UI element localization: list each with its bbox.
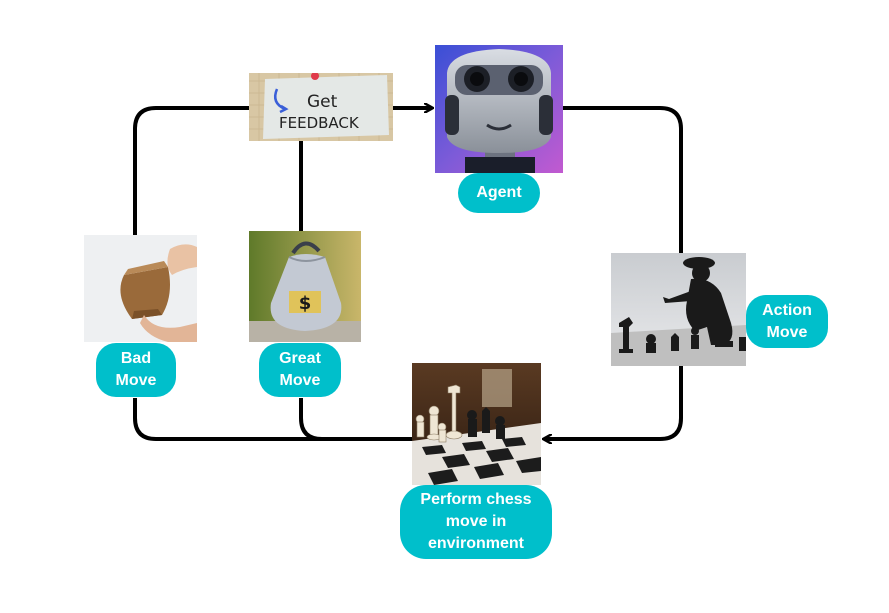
- bad-move-label: Bad Move: [96, 343, 176, 397]
- bad-move-line-2: Move: [115, 372, 157, 389]
- perform-chess-move-label: Perform chess move in environment: [400, 485, 552, 559]
- bad-move-to-feedback-connector: [133, 106, 249, 235]
- bad-move-line-1: Bad: [120, 350, 152, 367]
- robot-head-image: [435, 45, 563, 173]
- environment-to-bad-move-connector: [133, 398, 412, 441]
- action-move-label: Action Move: [746, 295, 828, 348]
- environment-to-great-move-connector: [299, 398, 412, 441]
- perform-line-1: Perform chess: [420, 491, 532, 508]
- feedback-note-get: Get: [307, 92, 338, 112]
- money-bag-image: $: [249, 231, 361, 342]
- action-to-environment-arrow: [544, 366, 683, 439]
- agent-label-text: Agent: [476, 184, 522, 201]
- action-move-line-2: Move: [766, 323, 808, 341]
- action-move-line-1: Action: [762, 301, 812, 319]
- perform-line-2: move in: [445, 513, 507, 530]
- feedback-note-image: Get FEEDBACK: [249, 73, 393, 141]
- great-move-label: Great Move: [259, 343, 341, 397]
- agent-to-action-connector: [563, 106, 683, 253]
- great-move-line-2: Move: [279, 372, 321, 389]
- chessboard-image: [412, 363, 541, 485]
- perform-line-3: environment: [427, 535, 524, 552]
- agent-label: Agent: [458, 173, 540, 213]
- great-move-line-1: Great: [279, 350, 321, 367]
- feedback-note-feedback: FEEDBACK: [279, 114, 360, 132]
- money-bag-dollar: $: [299, 293, 312, 314]
- empty-bag-image: [84, 235, 197, 342]
- chess-player-image: [611, 253, 746, 366]
